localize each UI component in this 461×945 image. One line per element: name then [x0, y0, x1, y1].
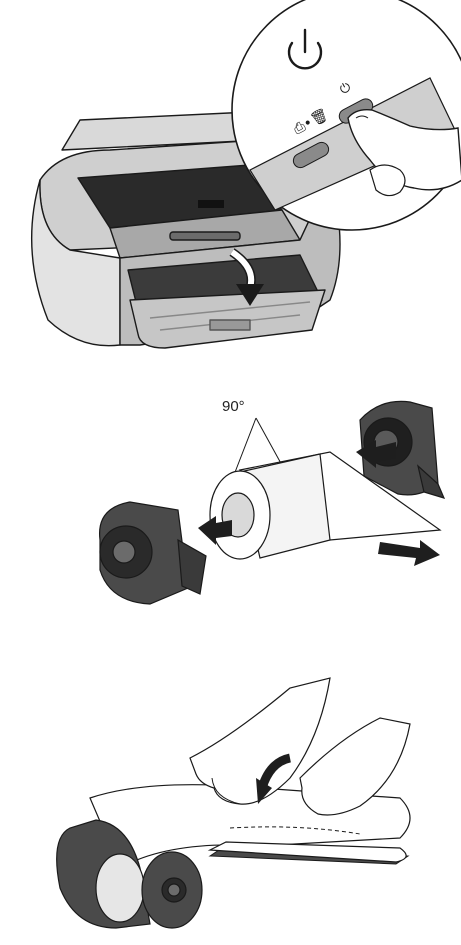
paper-roll	[209, 453, 331, 560]
power-button-zoom: ⎙•🗑 ⏻	[231, 0, 461, 231]
roll-spindle-panel: 90°	[0, 380, 461, 620]
printer-body	[31, 111, 341, 349]
roll-spindle-illustration	[98, 400, 446, 605]
roll-curl-arrow	[256, 753, 292, 804]
open-tray-arrow	[229, 248, 264, 306]
printer-power-panel: ⎙•🗑 ⏻	[0, 0, 461, 370]
left-hand	[189, 677, 331, 805]
printer-illustration: ⎙•🗑 ⏻	[31, 0, 461, 349]
power-icon	[287, 28, 323, 70]
bottom-spindle	[56, 819, 203, 929]
left-spindle	[98, 501, 207, 605]
insert-left-arrow	[198, 516, 232, 545]
right-hand	[299, 717, 411, 816]
roll-curl-panel	[0, 628, 461, 945]
insert-right-arrow	[356, 440, 396, 468]
paper-feed-arrow	[378, 540, 440, 566]
angle-label: 90°	[222, 398, 245, 415]
roll-curl-illustration	[56, 677, 411, 929]
